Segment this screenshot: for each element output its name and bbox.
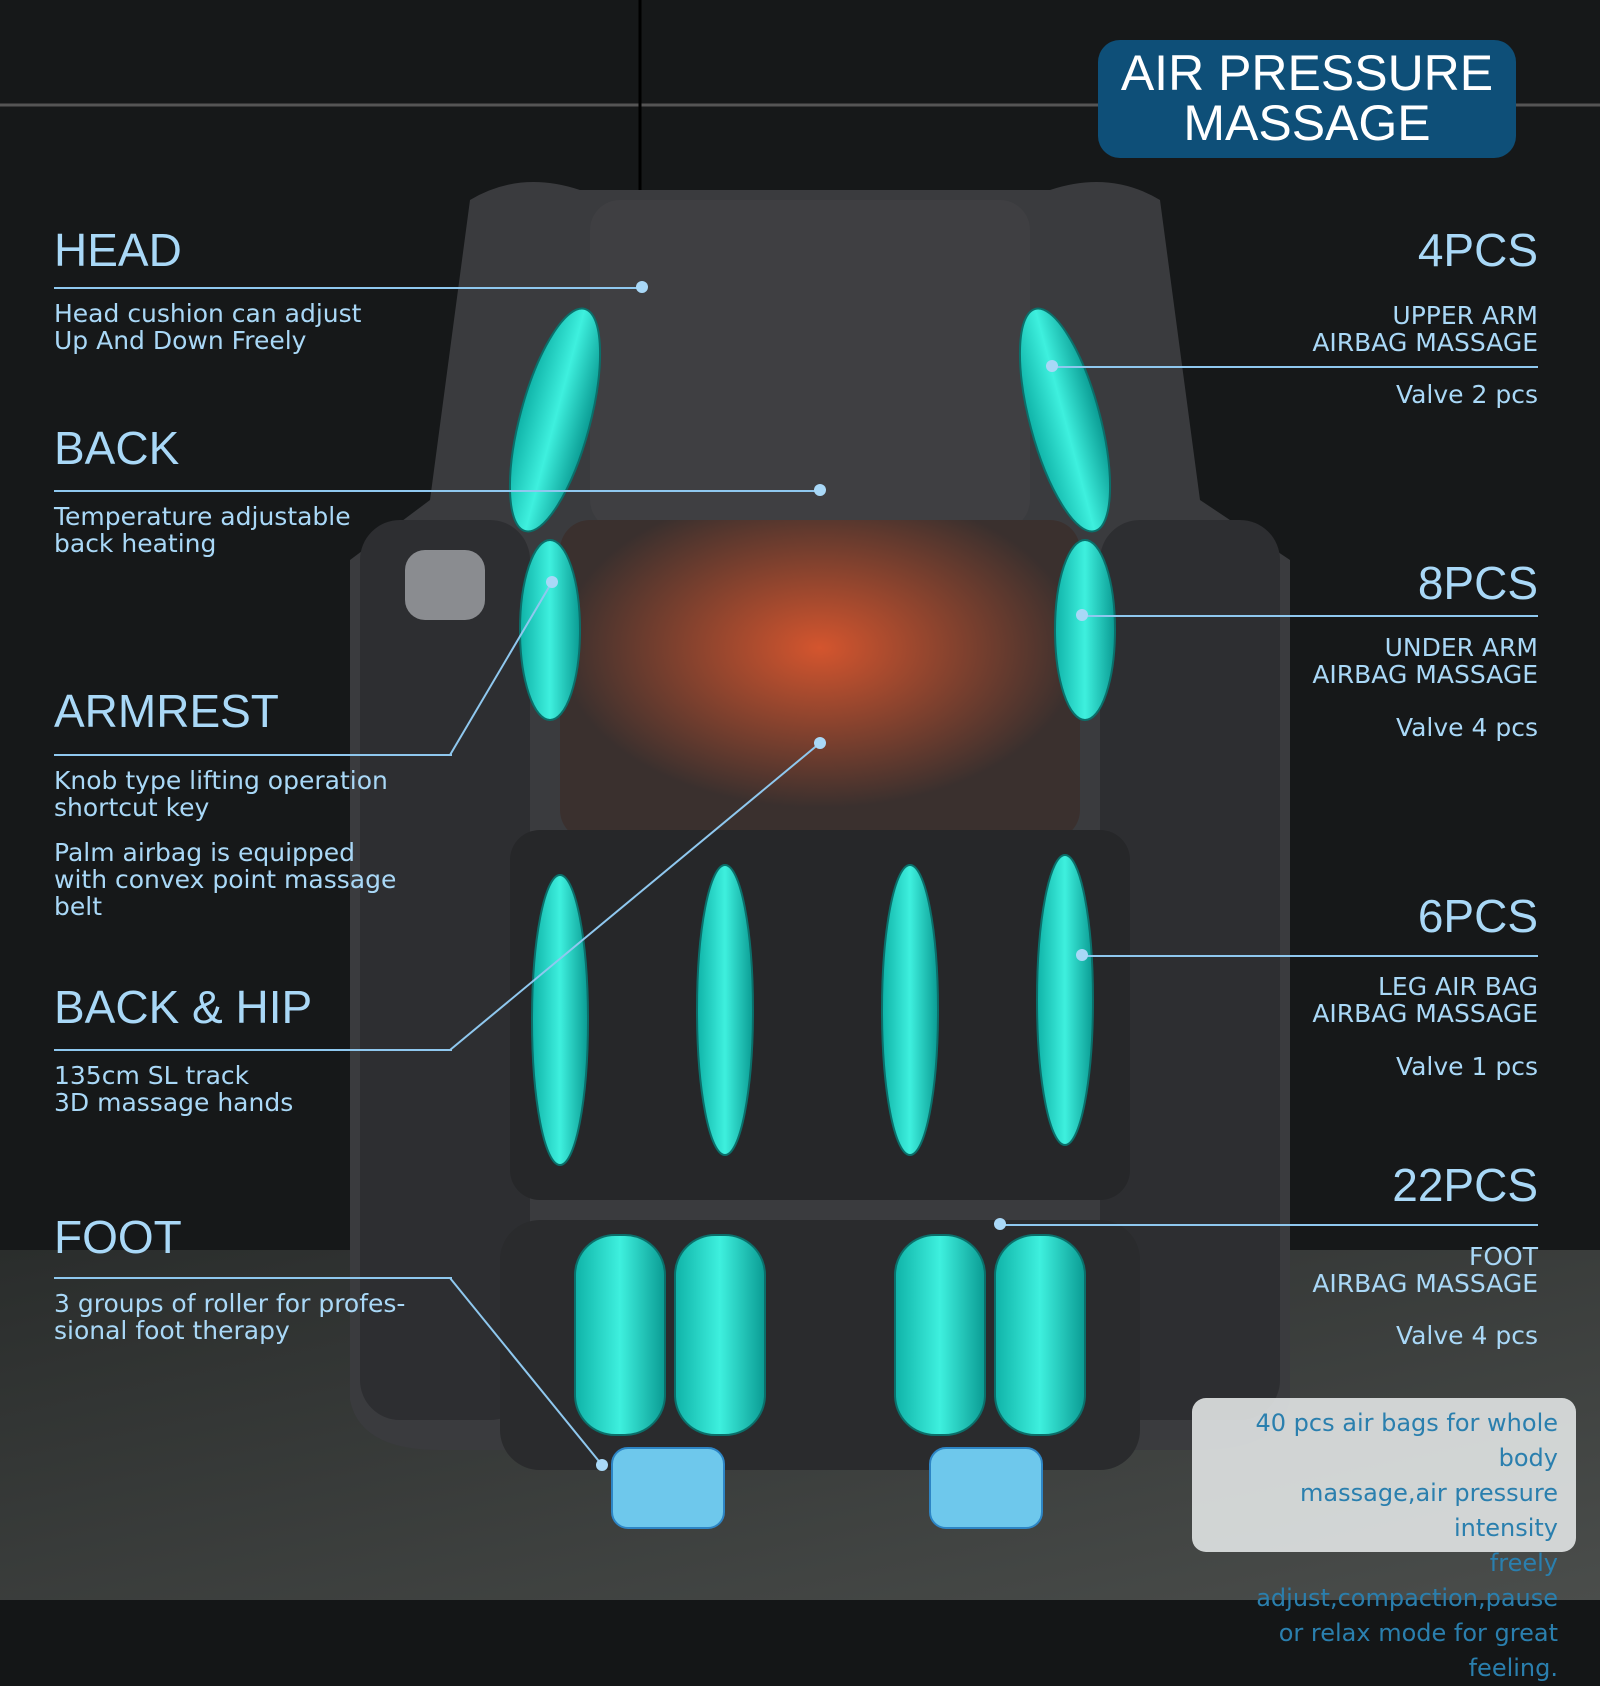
count-leg: 6PCS <box>1417 890 1538 942</box>
valve-upper-arm: Valve 2 pcs <box>1395 380 1538 409</box>
count-under-arm: 8PCS <box>1417 557 1538 609</box>
count-upper-arm: 4PCS <box>1417 224 1538 276</box>
feature-title-armrest: ARMREST <box>54 685 279 737</box>
feature-title-back-hip: BACK & HIP <box>54 981 313 1033</box>
badge-line-2: MASSAGE <box>1183 95 1431 151</box>
hotspot-head <box>636 281 648 293</box>
leader-line-under-arm <box>1082 615 1538 617</box>
feature-title-head: HEAD <box>54 224 182 276</box>
hotspot-back <box>814 484 826 496</box>
leader-line-head <box>54 287 642 289</box>
hotspot-armrest <box>546 576 558 588</box>
leader-line-foot <box>54 1277 452 1279</box>
air-pressure-massage-badge: AIR PRESSURE MASSAGE <box>1098 40 1516 158</box>
leader-line-leg <box>1082 955 1538 957</box>
hotspot-foot-right <box>994 1218 1006 1230</box>
feature-desc-foot: 3 groups of roller for profes-sional foo… <box>54 1289 406 1345</box>
hotspot-back-hip <box>814 737 826 749</box>
valve-under-arm: Valve 4 pcs <box>1395 713 1538 742</box>
massage-chair-illustration <box>0 0 1600 1600</box>
count-foot: 22PCS <box>1392 1159 1538 1211</box>
hotspot-under-arm <box>1076 609 1088 621</box>
valve-foot: Valve 4 pcs <box>1395 1321 1538 1350</box>
leader-line-armrest <box>54 754 452 756</box>
leader-line-back-hip <box>54 1049 452 1051</box>
hotspot-upper-arm <box>1046 360 1058 372</box>
leader-line-foot-right <box>1000 1224 1538 1226</box>
hotspot-leg <box>1076 949 1088 961</box>
hotspot-foot <box>596 1459 608 1471</box>
badge-line-1: AIR PRESSURE <box>1120 45 1494 101</box>
leader-line-upper-arm <box>1052 366 1538 368</box>
leader-line-back <box>54 490 822 492</box>
feature-title-foot: FOOT <box>54 1211 182 1263</box>
feature-title-back: BACK <box>54 422 180 474</box>
valve-leg: Valve 1 pcs <box>1395 1052 1538 1081</box>
